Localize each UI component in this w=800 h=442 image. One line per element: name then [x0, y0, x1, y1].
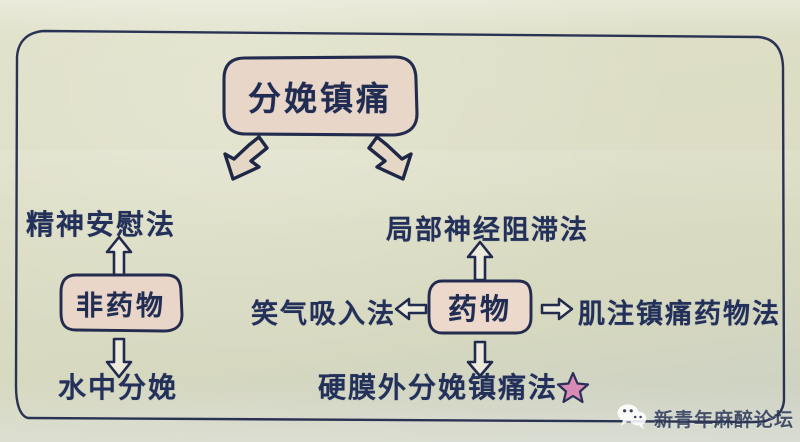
arrow-down-drug [466, 340, 494, 378]
arrow-right-drug [540, 297, 574, 321]
arrow-down-right-from-root [366, 134, 420, 186]
hand-drawn-frame [14, 26, 786, 424]
node-drug-box[interactable]: 药物 [426, 278, 534, 336]
node-drug-above-label: 局部神经阻滞法 [386, 215, 589, 246]
arrow-left-drug [394, 297, 428, 321]
node-non-drug-label: 非药物 [76, 290, 166, 322]
node-non-drug-above-label: 精神安慰法 [26, 208, 177, 241]
node-drug-right-label: 肌注镇痛药物法 [578, 299, 781, 330]
node-non-drug-below-label: 水中分娩 [58, 371, 179, 404]
node-drug-left-label: 笑气吸入法 [251, 299, 396, 330]
root-node-label: 分娩镇痛 [248, 79, 392, 118]
node-non-drug-box[interactable]: 非药物 [58, 272, 184, 334]
watermark-text: 新青年麻醉论坛 [653, 409, 794, 431]
node-drug-label: 药物 [447, 292, 512, 326]
arrow-up-non-drug [105, 235, 133, 277]
node-drug-below-label: 硬膜外分娩镇痛法 [318, 371, 559, 404]
arrow-down-left-from-root [215, 134, 269, 186]
arrow-down-non-drug [105, 337, 133, 379]
wechat-icon [617, 403, 647, 434]
watermark: 新青年麻醉论坛 [617, 403, 794, 434]
star-marker-icon [556, 371, 590, 408]
arrow-up-drug [466, 240, 494, 282]
root-node-box[interactable]: 分娩镇痛 [221, 54, 419, 138]
